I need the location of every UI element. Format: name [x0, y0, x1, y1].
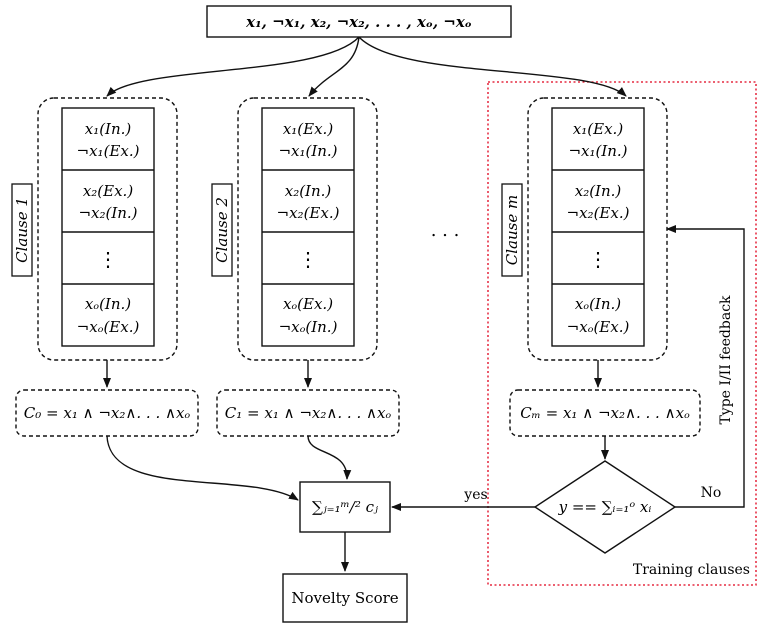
clause-m-row-4-line-2: ¬xₒ(Ex.)	[567, 318, 630, 336]
clause-2-row-4-line-1: xₒ(Ex.)	[283, 295, 333, 313]
clause-m-formula: Cₘ = x₁ ∧ ¬x₂∧. . . ∧xₒ	[520, 404, 690, 422]
input-literals: x₁, ¬x₁, x₂, ¬x₂, . . . , xₒ, ¬xₒ	[245, 13, 472, 31]
clause-2-row-1-line-1: x₁(Ex.)	[283, 120, 334, 138]
training-region	[487, 81, 757, 586]
clause-1-row-4-line-1: xₒ(In.)	[85, 295, 131, 313]
clause-1-row-1-line-2: ¬x₁(Ex.)	[77, 142, 140, 160]
yes-label: yes	[463, 487, 487, 503]
clause-2-frame	[237, 97, 378, 361]
clause-1-row-3-dots: ⋮	[98, 247, 118, 271]
clause-m-row-4-line-1: xₒ(In.)	[575, 295, 621, 313]
clause-1-row-4-line-2: ¬xₒ(Ex.)	[77, 318, 140, 336]
clause-2-row-1-line-2: ¬x₁(In.)	[278, 142, 337, 160]
decision-diamond	[533, 460, 677, 554]
clause-2-literal-box	[261, 107, 355, 347]
clause-m-row-2-line-2: ¬x₂(Ex.)	[567, 204, 630, 222]
sum-expression: ∑ⱼ₌₁ᵐ/² cⱼ	[312, 498, 378, 516]
clause-2-row-3-dots: ⋮	[298, 247, 318, 271]
clause-1-row-1-line-1: x₁(In.)	[85, 120, 132, 138]
clause-m-label: Clause m	[503, 195, 521, 265]
clause-1-row-2-line-1: x₂(Ex.)	[83, 182, 134, 200]
clause-1-label-tag: Clause 1	[11, 183, 33, 277]
clause-2-label-tag: Clause 2	[211, 183, 233, 277]
arrow-feedback-loop	[666, 225, 745, 508]
clause-2-label: Clause 2	[213, 197, 231, 263]
training-label: Training clauses	[633, 562, 750, 578]
clauses-ellipsis: . . .	[431, 220, 460, 241]
clause-m-row-2-line-1: x₂(In.)	[575, 182, 622, 200]
input-literals-box	[206, 5, 512, 38]
clause-1-frame	[37, 97, 178, 361]
decision-condition: y == ∑ᵢ₌₁ᵒ xᵢ	[558, 498, 652, 516]
clause-m-literal-box	[551, 107, 645, 347]
arrow-c0-to-sum	[106, 435, 299, 501]
clause-2-row-4-line-2: ¬xₒ(In.)	[279, 318, 338, 336]
feedback-label: Type I/II feedback	[718, 295, 734, 425]
clause-2-row-2-line-2: ¬x₂(Ex.)	[277, 204, 340, 222]
clause-1-formula: C₀ = x₁ ∧ ¬x₂∧. . . ∧xₒ	[24, 404, 191, 422]
arrow-to-clause-1	[106, 36, 360, 97]
sum-box	[299, 481, 391, 533]
arrow-c1-to-sum	[307, 435, 352, 480]
clause-m-row-1-line-2: ¬x₁(In.)	[568, 142, 627, 160]
clause-1-row-2-line-2: ¬x₂(In.)	[78, 204, 137, 222]
clause-2-formula: C₁ = x₁ ∧ ¬x₂∧. . . ∧xₒ	[225, 404, 392, 422]
clause-m-row-1-line-1: x₁(Ex.)	[573, 120, 624, 138]
arrow-to-clause-2	[308, 36, 360, 97]
novelty-score-label: Novelty Score	[291, 589, 398, 607]
clause-2-row-2-line-1: x₂(In.)	[285, 182, 332, 200]
clause-1-literal-box	[61, 107, 155, 347]
clause-m-label-tag: Clause m	[501, 183, 523, 277]
arrow-to-clause-m	[358, 36, 627, 97]
no-label: No	[701, 485, 722, 501]
novelty-score-box	[282, 573, 408, 623]
clause-m-row-3-dots: ⋮	[588, 247, 608, 271]
clause-1-label: Clause 1	[13, 197, 31, 263]
